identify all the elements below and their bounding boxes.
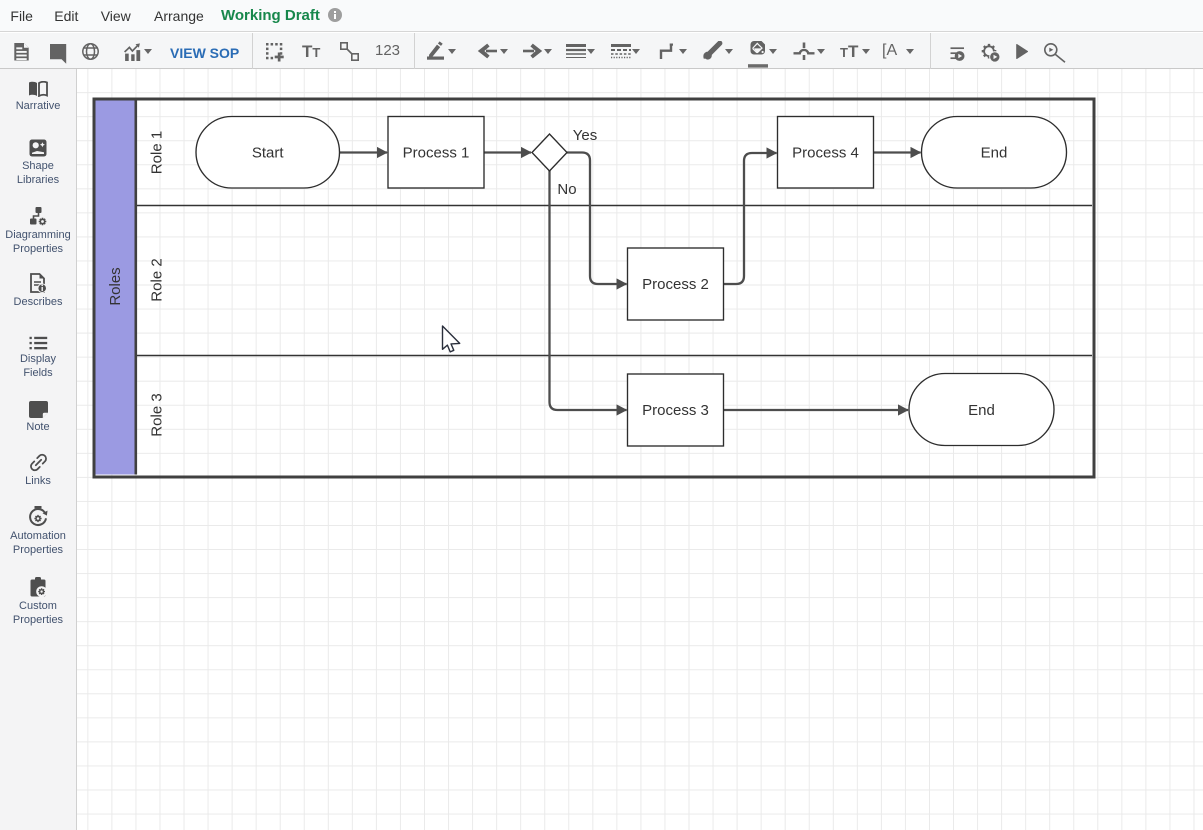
svg-text:Yes: Yes xyxy=(573,127,597,144)
svg-text:Role 1: Role 1 xyxy=(149,131,166,174)
svg-text:Roles: Roles xyxy=(107,267,124,305)
svg-text:No: No xyxy=(557,181,576,198)
svg-text:Role 3: Role 3 xyxy=(149,393,166,436)
svg-text:End: End xyxy=(981,145,1008,162)
svg-text:Process 1: Process 1 xyxy=(403,145,470,162)
svg-text:End: End xyxy=(968,402,995,419)
svg-text:Role 2: Role 2 xyxy=(149,258,166,301)
svg-text:Start: Start xyxy=(252,145,285,162)
svg-text:Process 2: Process 2 xyxy=(642,276,709,293)
svg-text:Process 3: Process 3 xyxy=(642,402,709,419)
svg-text:Process 4: Process 4 xyxy=(792,145,859,162)
